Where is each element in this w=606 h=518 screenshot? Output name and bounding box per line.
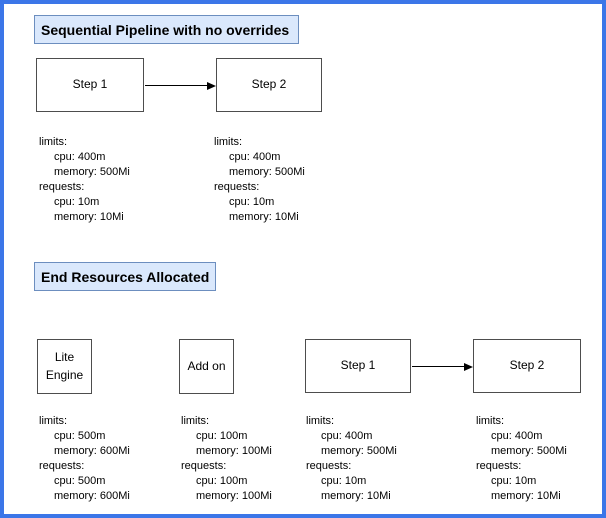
resource-line: requests:: [39, 460, 85, 472]
resource-line: limits:: [306, 415, 335, 427]
resource-line: cpu: 500m: [54, 475, 106, 487]
resources-step2-bottom: limits: cpu: 400m memory: 500Mi requests…: [476, 414, 567, 504]
resource-line: memory: 10Mi: [491, 490, 561, 502]
section-title-pipeline: Sequential Pipeline with no overrides: [34, 15, 299, 44]
arrow-step1-to-step2-bottom: [412, 363, 473, 371]
node-lite-engine: Lite Engine: [37, 339, 92, 394]
resource-line: memory: 500Mi: [321, 445, 397, 457]
resource-line: cpu: 100m: [196, 475, 248, 487]
resource-line: cpu: 400m: [491, 430, 543, 442]
node-step1-bottom-label: Step 1: [340, 358, 376, 373]
node-step1-top: Step 1: [36, 58, 144, 112]
resource-line: cpu: 10m: [229, 196, 275, 208]
resource-line: requests:: [181, 460, 227, 472]
resource-line: cpu: 500m: [54, 430, 106, 442]
node-lite-engine-label-line1: Lite: [54, 350, 75, 365]
resource-line: memory: 10Mi: [229, 211, 299, 223]
resource-line: requests:: [476, 460, 522, 472]
resource-line: memory: 100Mi: [196, 445, 272, 457]
node-add-on-label: Add on: [187, 358, 226, 373]
resource-line: memory: 500Mi: [54, 166, 130, 178]
resources-step1-top: limits: cpu: 400m memory: 500Mi requests…: [39, 135, 130, 225]
node-lite-engine-label-line2: Engine: [45, 367, 84, 382]
resource-line: limits:: [181, 415, 210, 427]
resource-line: cpu: 10m: [321, 475, 367, 487]
section-title-end-resources: End Resources Allocated: [34, 262, 216, 291]
resources-add-on: limits: cpu: 100m memory: 100Mi requests…: [181, 414, 272, 504]
resources-lite-engine: limits: cpu: 500m memory: 600Mi requests…: [39, 414, 130, 504]
resource-line: limits:: [39, 136, 68, 148]
node-step2-bottom: Step 2: [473, 339, 581, 393]
arrow-step1-to-step2-top: [145, 82, 216, 90]
resource-line: memory: 600Mi: [54, 490, 130, 502]
resource-line: memory: 10Mi: [54, 211, 124, 223]
resource-line: memory: 100Mi: [196, 490, 272, 502]
resource-line: cpu: 400m: [321, 430, 373, 442]
node-step2-bottom-label: Step 2: [509, 358, 545, 373]
resource-line: limits:: [214, 136, 243, 148]
resource-line: cpu: 400m: [54, 151, 106, 163]
resource-line: cpu: 400m: [229, 151, 281, 163]
resource-line: requests:: [39, 181, 85, 193]
resource-line: limits:: [476, 415, 505, 427]
resource-line: memory: 500Mi: [491, 445, 567, 457]
node-step1-top-label: Step 1: [72, 77, 108, 92]
resources-step2-top: limits: cpu: 400m memory: 500Mi requests…: [214, 135, 305, 225]
node-step2-top-label: Step 2: [251, 77, 287, 92]
resource-line: requests:: [214, 181, 260, 193]
node-add-on: Add on: [179, 339, 234, 394]
resource-line: cpu: 100m: [196, 430, 248, 442]
node-step2-top: Step 2: [216, 58, 322, 112]
resource-line: memory: 500Mi: [229, 166, 305, 178]
resource-line: cpu: 10m: [54, 196, 100, 208]
resource-line: cpu: 10m: [491, 475, 537, 487]
resource-line: memory: 600Mi: [54, 445, 130, 457]
resource-line: memory: 10Mi: [321, 490, 391, 502]
resource-line: requests:: [306, 460, 352, 472]
resource-line: limits:: [39, 415, 68, 427]
resources-step1-bottom: limits: cpu: 400m memory: 500Mi requests…: [306, 414, 397, 504]
node-step1-bottom: Step 1: [305, 339, 411, 393]
